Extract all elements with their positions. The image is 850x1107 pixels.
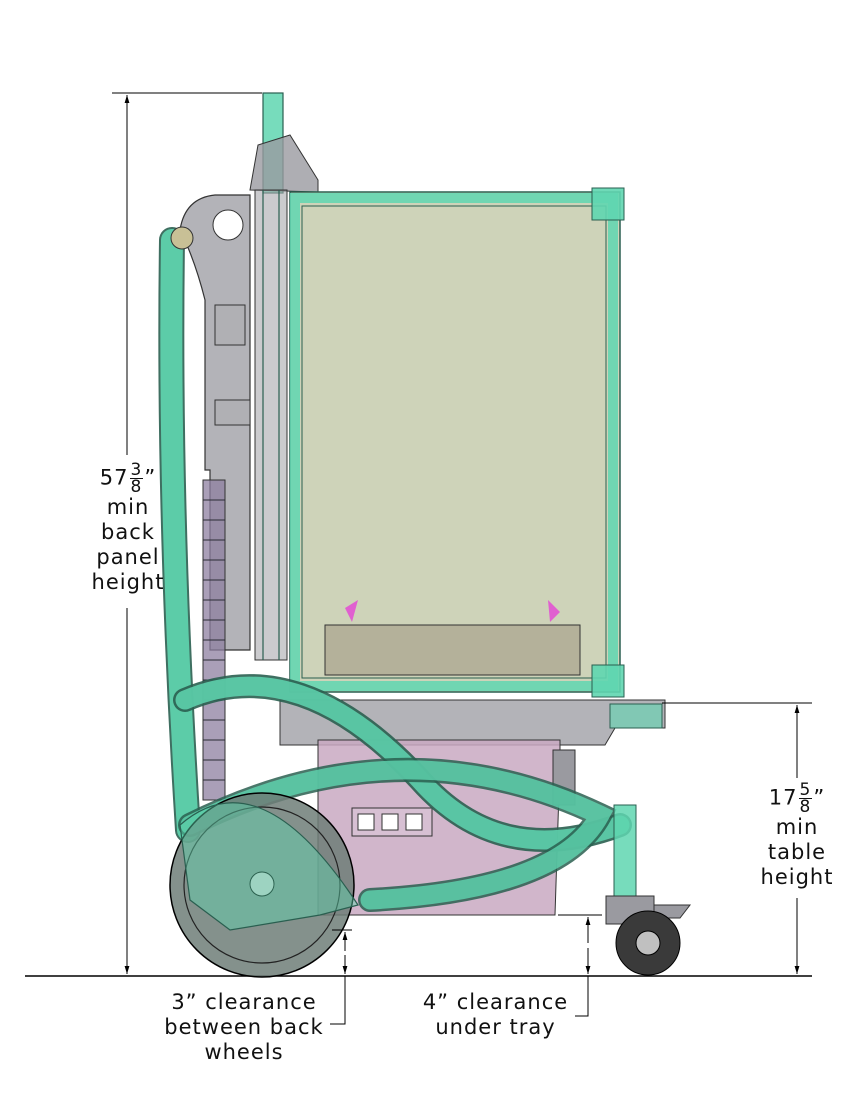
tray-clearance-label: 4” clearance under tray <box>418 990 573 1040</box>
display-enclosure <box>289 191 621 693</box>
enclosure-corner-top <box>591 187 625 221</box>
mast-head <box>249 134 319 193</box>
caster-hub <box>635 930 661 956</box>
back-wheel-clearance-line2: between back <box>164 1015 324 1039</box>
back-wheel-rim <box>183 806 341 964</box>
mast-column <box>254 189 288 661</box>
enclosure-corner-bottom <box>591 664 625 698</box>
back-panel-label-panel: panel <box>96 545 160 569</box>
tray-clearance-line2: under tray <box>435 1015 556 1039</box>
mechanism-hole <box>212 209 244 241</box>
enclosure-marker-left <box>345 600 358 622</box>
back-wheel-fender <box>179 802 359 931</box>
diagonal-frame-tube <box>180 760 614 910</box>
table-label-height: height <box>760 865 834 889</box>
mechanism-block <box>214 399 251 426</box>
shelf-end-cap <box>609 703 663 729</box>
wheel-clearance-leader <box>330 976 346 1025</box>
enclosure-marker-right <box>548 600 560 622</box>
back-wheel-clearance-label: 3” clearance between back wheels <box>160 990 328 1065</box>
back-panel-label-min: min <box>106 495 150 519</box>
outlets <box>357 813 423 831</box>
enclosure-frame <box>290 193 618 691</box>
table-label-table: table <box>767 840 827 864</box>
cable-chain-links <box>203 499 225 781</box>
caster-post <box>613 804 637 901</box>
rear-upright-tube-fill <box>160 229 199 841</box>
back-wheel-hub <box>249 871 275 897</box>
enclosure-inner-tray <box>324 624 581 676</box>
table-label-min: min <box>775 815 819 839</box>
back-panel-label-back: back <box>101 520 155 544</box>
back-wheel-clearance-line3: wheels <box>204 1040 284 1064</box>
enclosure-glass <box>301 205 607 679</box>
back-wheel-clearance-line1: 3” clearance <box>171 990 317 1014</box>
tray-clearance-leader <box>575 976 589 1017</box>
rear-upright-cap <box>170 226 194 250</box>
back-panel-label-height: height <box>91 570 165 594</box>
tray-clearance-line1: 4” clearance <box>422 990 569 1014</box>
mechanism-bracket <box>214 304 246 346</box>
